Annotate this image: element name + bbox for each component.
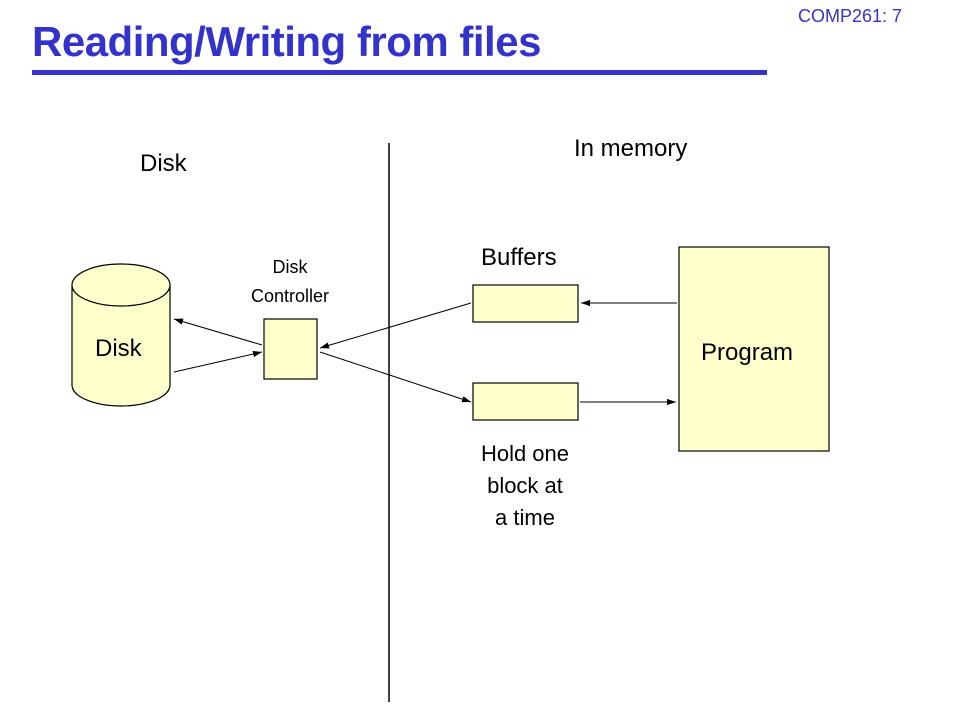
disk-cylinder: [71, 263, 171, 407]
course-label: COMP261: 7: [797, 6, 902, 26]
buffer-note-line: block at: [487, 473, 563, 498]
arrow-controller-to-buffer: [319, 351, 472, 403]
buffer-bottom: [472, 382, 579, 421]
buffer-note-line: a time: [495, 505, 555, 530]
slide-title: Reading/Writing from files: [32, 18, 541, 65]
arrow-buffer-to-controller: [319, 302, 472, 349]
buffers-label: Buffers: [481, 244, 557, 271]
program-box: [678, 246, 830, 452]
buffer-top: [472, 284, 579, 323]
disk-controller-label-line: Disk: [272, 257, 308, 277]
disk-controller-label: Disk Controller: [240, 253, 340, 311]
disk-controller-label-line: Controller: [250, 286, 330, 306]
arrow-disk-to-controller: [173, 350, 263, 373]
arrow-controller-to-disk: [173, 318, 263, 346]
title-underline: [32, 70, 767, 75]
disk-region-label: Disk: [140, 150, 187, 177]
memory-region-label: In memory: [574, 135, 688, 162]
disk-label: Disk: [95, 335, 142, 362]
buffer-note-line: Hold one: [480, 441, 570, 466]
disk-controller-box: [263, 318, 318, 380]
buffer-note: Hold one block at a time: [460, 438, 590, 534]
program-label: Program: [701, 339, 794, 366]
